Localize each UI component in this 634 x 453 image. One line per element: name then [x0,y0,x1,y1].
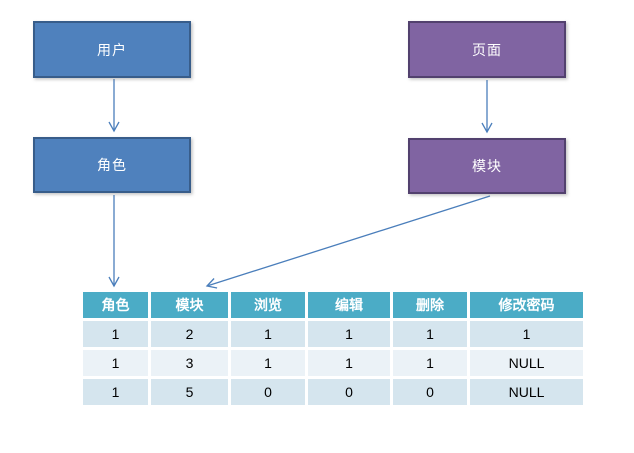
permissions-table: 角色 模块 浏览 编辑 删除 修改密码 1 2 1 1 1 1 1 3 1 1 … [83,292,583,405]
table-cell: 3 [151,350,228,376]
arrow-module-to-table [205,195,491,289]
node-role-label: 角色 [97,157,127,173]
table-cell: 1 [393,350,467,376]
table-cell: 0 [393,379,467,405]
node-page-label: 页面 [472,41,502,58]
table-cell: 1 [308,350,390,376]
table-cell: 1 [83,379,148,405]
node-user: 用户 [33,21,191,78]
table-cell: 2 [151,321,228,347]
header-cell-view: 浏览 [231,292,305,318]
table-cell: 1 [83,321,148,347]
header-cell-edit: 编辑 [308,292,390,318]
header-cell-module: 模块 [151,292,228,318]
node-role: 角色 [33,137,191,193]
header-cell-role: 角色 [83,292,148,318]
node-module-label: 模块 [472,158,502,174]
table-cell: 1 [308,321,390,347]
table-cell: 5 [151,379,228,405]
node-user-label: 用户 [97,41,127,58]
node-module: 模块 [408,138,566,194]
table-cell: 1 [83,350,148,376]
table-cell: 1 [393,321,467,347]
table-cell: NULL [470,379,583,405]
table-cell: 1 [231,350,305,376]
table-cell: NULL [470,350,583,376]
table-cell: 0 [308,379,390,405]
table-cell: 1 [231,321,305,347]
header-cell-password: 修改密码 [470,292,583,318]
table-cell: 0 [231,379,305,405]
header-cell-delete: 删除 [393,292,467,318]
node-page: 页面 [408,21,566,78]
table-cell: 1 [470,321,583,347]
